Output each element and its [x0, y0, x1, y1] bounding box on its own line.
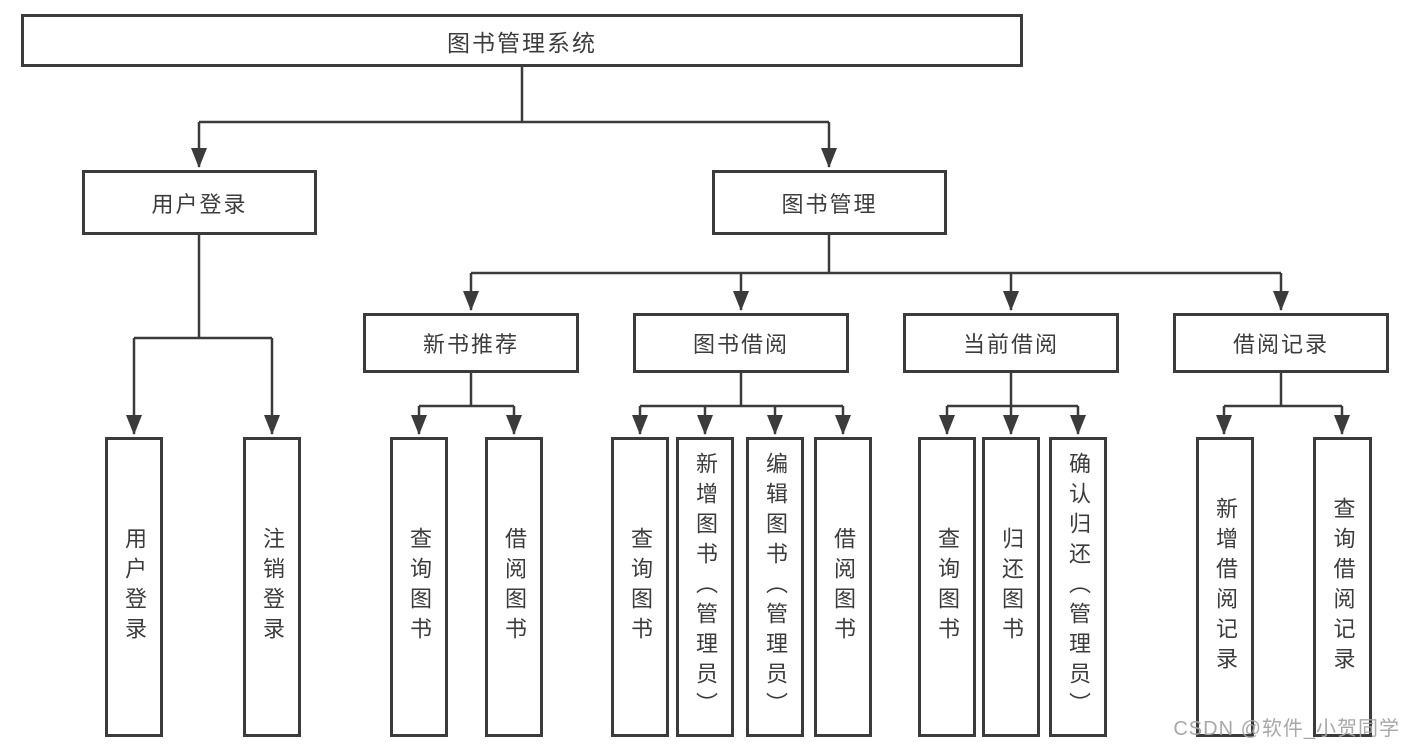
- node-book-borrow: 图书借阅: [633, 313, 849, 373]
- node-label: 图书管理系统: [447, 29, 597, 56]
- leaf-label: 借阅图书: [831, 527, 856, 647]
- node-label: 借阅记录: [1232, 332, 1329, 357]
- leaf-label: 查询图书: [407, 527, 432, 647]
- leaf-confirm-return-admin: 确认归还（管理员）: [1049, 437, 1107, 737]
- node-book-management: 图书管理: [712, 170, 947, 235]
- node-current-borrow: 当前借阅: [903, 313, 1119, 373]
- leaf-query-borrow-record: 查询借阅记录: [1313, 437, 1372, 737]
- tree-bus-lines: [134, 67, 1342, 408]
- leaf-label: 查询图书: [628, 527, 653, 647]
- node-borrow-records: 借阅记录: [1173, 313, 1389, 373]
- watermark: CSDN @软件_小贺同学: [1173, 718, 1400, 740]
- leaf-label: 查询图书: [935, 527, 960, 647]
- node-label: 当前借阅: [962, 332, 1059, 357]
- node-label: 用户登录: [151, 191, 248, 217]
- leaf-label: 归还图书: [999, 527, 1024, 647]
- leaf-logout-login: 注销登录: [243, 437, 301, 737]
- leaf-label: 注销登录: [260, 527, 285, 647]
- leaf-label: 新增图书（管理员）: [693, 452, 718, 722]
- node-library-system: 图书管理系统: [21, 14, 1023, 67]
- leaf-add-borrow-record: 新增借阅记录: [1196, 437, 1254, 737]
- leaf-edit-books-admin: 编辑图书（管理员）: [746, 437, 804, 737]
- leaf-label: 查询借阅记录: [1330, 497, 1356, 677]
- leaf-query-books-recommend: 查询图书: [390, 437, 448, 737]
- node-label: 图书管理: [781, 191, 878, 217]
- leaf-return-books: 归还图书: [982, 437, 1040, 737]
- node-label: 新书推荐: [422, 332, 519, 357]
- leaf-label: 借阅图书: [502, 527, 527, 647]
- leaf-borrow-books: 借阅图书: [814, 437, 872, 737]
- leaf-label: 确认归还（管理员）: [1066, 452, 1091, 722]
- leaf-add-books-admin: 新增图书（管理员）: [676, 437, 734, 737]
- node-new-book-recommend: 新书推荐: [363, 313, 579, 373]
- leaf-label: 新增借阅记录: [1213, 497, 1238, 677]
- node-label: 图书借阅: [692, 332, 789, 357]
- leaf-label: 用户登录: [122, 527, 147, 647]
- leaf-query-books-borrow: 查询图书: [611, 437, 669, 737]
- leaf-borrow-books-recommend: 借阅图书: [485, 437, 543, 737]
- leaf-query-books-current: 查询图书: [918, 437, 976, 737]
- leaf-user-login: 用户登录: [105, 437, 163, 737]
- node-user-login: 用户登录: [82, 170, 317, 235]
- leaf-label: 编辑图书（管理员）: [763, 452, 788, 722]
